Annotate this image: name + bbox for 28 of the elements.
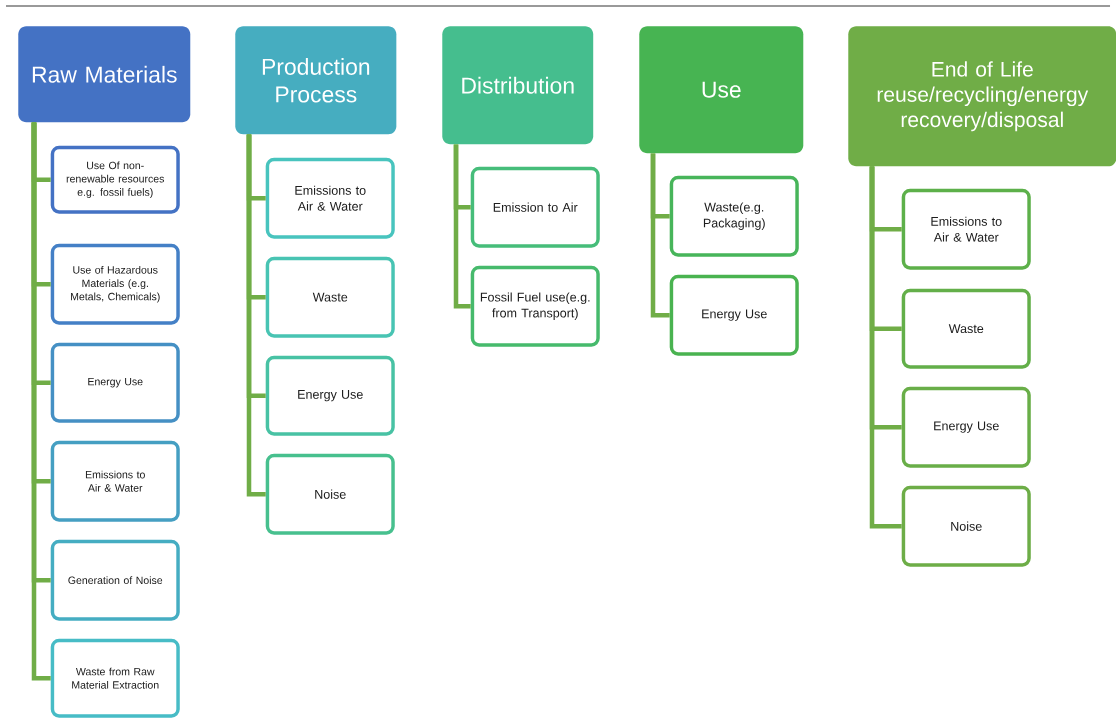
impact-box: Waste(e.g. Packaging) (669, 175, 799, 257)
connector-line (869, 166, 902, 529)
connector-line (246, 134, 266, 497)
impact-box: Generation of Noise (50, 539, 180, 621)
stage-box: Use (639, 26, 804, 154)
connector-line (453, 144, 471, 309)
stage-box: End of Life reuse/recycling/energy recovery/disposal (848, 26, 1116, 167)
impact-box: Waste (265, 256, 395, 338)
impact-box: Energy Use (901, 386, 1031, 468)
impact-box: Waste from Raw Material Extraction (50, 638, 180, 718)
impact-box: Emissions to Air & Water (265, 157, 395, 239)
connector-line (31, 122, 51, 681)
impact-box: Energy Use (50, 342, 180, 423)
impact-box: Waste (901, 288, 1031, 369)
impact-box: Emission to Air (470, 166, 600, 248)
impact-box: Energy Use (265, 355, 395, 436)
stage-box: Production Process (235, 26, 397, 135)
impact-box: Use Of non-renewable resources e.g. fossil fuels) (50, 145, 180, 214)
stage-box: Distribution (442, 26, 594, 145)
impact-box: Fossil Fuel use(e.g. from Transport) (470, 265, 600, 347)
impact-box: Noise (901, 485, 1031, 567)
impact-box: Emissions to Air & Water (50, 440, 180, 522)
stage-box: Raw Materials (18, 26, 191, 123)
impact-box: Noise (265, 453, 395, 535)
connector-line (650, 153, 670, 318)
impact-box: Emissions to Air & Water (901, 188, 1031, 270)
impact-box: Use of Hazardous Materials (e.g. Metals, Chemicals) (50, 243, 180, 325)
impact-box: Energy Use (669, 274, 799, 356)
